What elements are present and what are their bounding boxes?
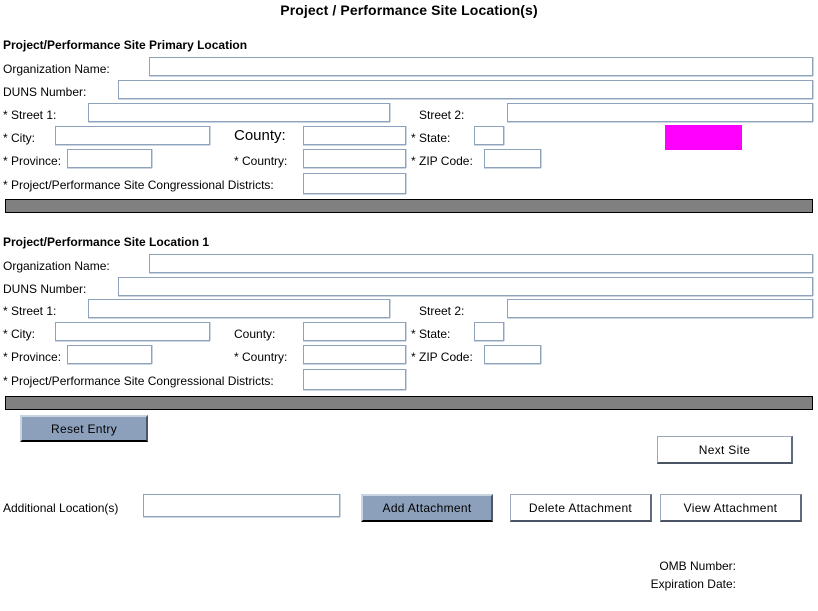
state-input[interactable] bbox=[474, 126, 504, 145]
organization-name-input[interactable] bbox=[149, 57, 813, 76]
street-2-input[interactable] bbox=[507, 103, 813, 122]
label-city: * City: bbox=[3, 131, 36, 145]
country-input-2[interactable] bbox=[303, 345, 406, 364]
zip-code-input[interactable] bbox=[484, 149, 541, 168]
section-divider-2 bbox=[5, 396, 813, 410]
label-street-1: * Street 1: bbox=[3, 108, 57, 122]
province-input[interactable] bbox=[67, 149, 152, 168]
label-street-2-2: Street 2: bbox=[419, 304, 465, 318]
congressional-districts-input[interactable] bbox=[303, 173, 406, 194]
country-input[interactable] bbox=[303, 149, 406, 168]
label-county-2: County: bbox=[234, 327, 276, 341]
label-city-2: * City: bbox=[3, 327, 36, 341]
label-organization-name-2: Organization Name: bbox=[3, 259, 110, 273]
delete-attachment-button[interactable]: Delete Attachment bbox=[510, 494, 652, 522]
label-congressional-districts-2: * Project/Performance Site Congressional… bbox=[3, 374, 274, 388]
section-heading-primary: Project/Performance Site Primary Locatio… bbox=[3, 38, 248, 52]
additional-locations-input[interactable] bbox=[143, 494, 340, 517]
street-2-input-2[interactable] bbox=[507, 299, 813, 318]
label-zip-code: * ZIP Code: bbox=[411, 154, 473, 168]
section-heading-location-1: Project/Performance Site Location 1 bbox=[3, 235, 210, 249]
label-country-2: * Country: bbox=[234, 350, 288, 364]
province-input-2[interactable] bbox=[67, 345, 152, 364]
street-1-input-2[interactable] bbox=[88, 299, 390, 318]
label-additional-locations: Additional Location(s) bbox=[3, 501, 119, 515]
label-state-2: * State: bbox=[411, 327, 451, 341]
label-street-1-2: * Street 1: bbox=[3, 304, 57, 318]
zip-code-input-2[interactable] bbox=[484, 345, 541, 364]
duns-number-input[interactable] bbox=[118, 80, 813, 99]
label-province: * Province: bbox=[3, 154, 62, 168]
label-street-2: Street 2: bbox=[419, 108, 465, 122]
label-duns-number: DUNS Number: bbox=[3, 85, 87, 99]
street-1-input[interactable] bbox=[88, 103, 390, 122]
county-input[interactable] bbox=[303, 126, 406, 145]
label-county: County: bbox=[234, 127, 286, 144]
city-input-2[interactable] bbox=[55, 322, 210, 341]
label-country: * Country: bbox=[234, 154, 288, 168]
state-lookup-highlight bbox=[665, 125, 742, 150]
add-attachment-button[interactable]: Add Attachment bbox=[361, 494, 493, 522]
label-state: * State: bbox=[411, 131, 451, 145]
state-input-2[interactable] bbox=[474, 322, 504, 341]
organization-name-input-2[interactable] bbox=[149, 254, 813, 273]
city-input[interactable] bbox=[55, 126, 210, 145]
duns-number-input-2[interactable] bbox=[118, 277, 813, 296]
view-attachment-button[interactable]: View Attachment bbox=[660, 494, 802, 522]
congressional-districts-input-2[interactable] bbox=[303, 369, 406, 390]
page-title: Project / Performance Site Location(s) bbox=[280, 2, 538, 18]
label-zip-code-2: * ZIP Code: bbox=[411, 350, 473, 364]
section-divider-1 bbox=[5, 199, 813, 213]
label-province-2: * Province: bbox=[3, 350, 62, 364]
next-site-button[interactable]: Next Site bbox=[657, 436, 793, 464]
county-input-2[interactable] bbox=[303, 322, 406, 341]
label-organization-name: Organization Name: bbox=[3, 62, 110, 76]
label-congressional-districts: * Project/Performance Site Congressional… bbox=[3, 178, 274, 192]
omb-number-label: OMB Number: bbox=[659, 559, 736, 573]
label-duns-number-2: DUNS Number: bbox=[3, 282, 87, 296]
expiration-date-label: Expiration Date: bbox=[650, 577, 736, 591]
reset-entry-button[interactable]: Reset Entry bbox=[20, 415, 148, 442]
